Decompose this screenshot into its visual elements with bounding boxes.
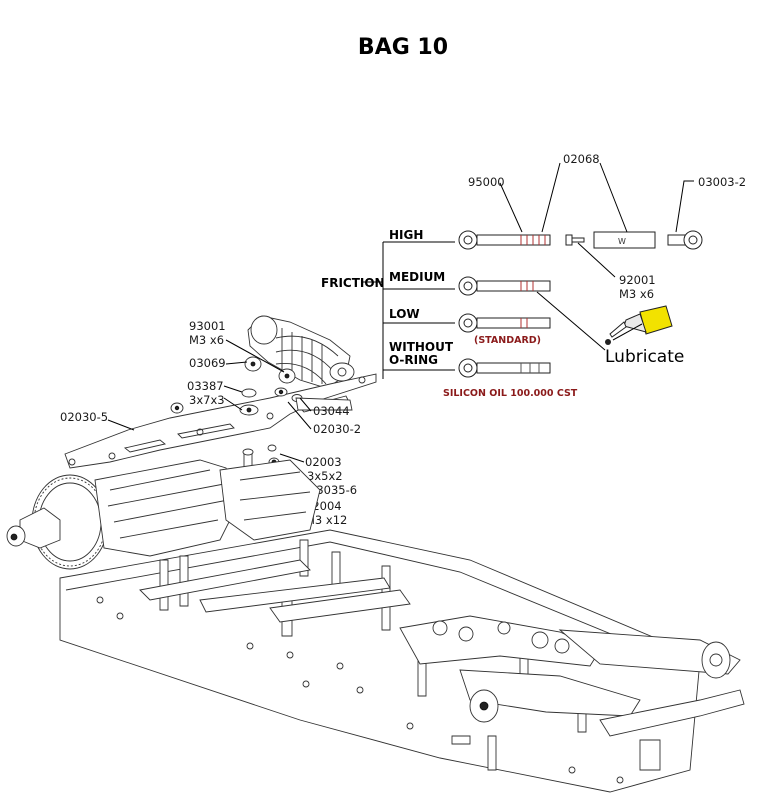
callout-03044: 03044 <box>313 404 350 418</box>
callout-02003-code: 02003 <box>305 455 342 469</box>
callout-92004-size: M3 x12 <box>305 513 347 527</box>
shock-absorber <box>247 315 355 389</box>
callout-93001-size: M3 x6 <box>189 333 224 347</box>
callout-93001-code: 93001 <box>189 319 226 333</box>
svg-text:W: W <box>618 237 626 246</box>
friction-row-medium-label: MEDIUM <box>389 270 445 284</box>
chassis <box>6 459 745 793</box>
link-medium <box>458 276 551 296</box>
oil-bottle-icon <box>605 305 673 345</box>
friction-row-low-label: LOW <box>389 307 420 321</box>
callout-02003-size: 3x5x2 <box>307 469 343 483</box>
hardware-stack <box>170 356 353 416</box>
lubricate-label: Lubricate <box>605 347 684 367</box>
chassis-holes <box>96 596 624 784</box>
screw-part <box>565 234 585 246</box>
callout-03035-6: 03035-6 <box>309 483 357 497</box>
front-suspension <box>399 615 745 771</box>
callout-92001-size: M3 x6 <box>619 287 654 301</box>
link-without-oring <box>458 358 551 378</box>
callout-95000: 95000 <box>468 175 505 189</box>
callout-03387-code: 03387 <box>187 379 224 393</box>
callout-02030-5: 02030-5 <box>60 410 108 424</box>
link-low <box>458 313 551 333</box>
friction-row-without-label-2: O-RING <box>389 353 438 367</box>
friction-heading: FRICTION <box>321 276 385 290</box>
friction-row-low-note: (STANDARD) <box>474 335 541 346</box>
friction-row-without-label-1: WITHOUT <box>389 340 454 354</box>
callout-03387-size: 3x7x3 <box>189 393 225 407</box>
ball-end-part <box>667 230 703 250</box>
friction-row-high-label: HIGH <box>389 228 423 242</box>
link-high <box>458 230 551 250</box>
friction-row-without-note: SILICON OIL 100.000 CST <box>443 388 578 399</box>
sleeve-part: W <box>593 231 656 249</box>
callout-02030-2: 02030-2 <box>313 422 361 436</box>
spur-gear <box>6 474 109 570</box>
callout-02068: 02068 <box>563 152 600 166</box>
callout-03003-2: 03003-2 <box>698 175 746 189</box>
callout-92001-code: 92001 <box>619 273 656 287</box>
page-title: BAG 10 <box>358 35 448 60</box>
friction-table: FRICTION HIGH MEDIUM LOW (STANDARD) WITH… <box>321 162 703 399</box>
callout-03069: 03069 <box>189 356 226 370</box>
